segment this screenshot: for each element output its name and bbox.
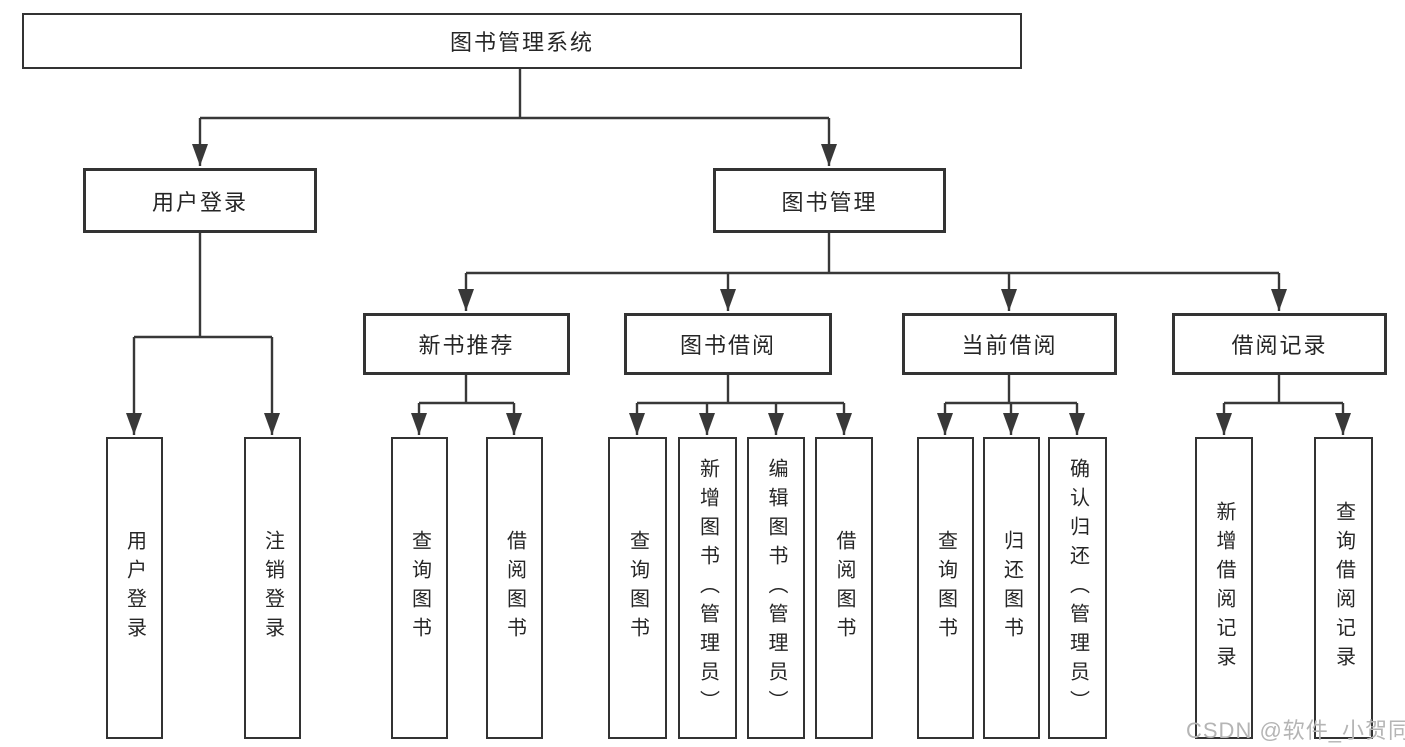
leaf-label: 查询图书: [626, 530, 649, 646]
leaf-label: 注销登录: [261, 530, 284, 646]
leaf-label: 查询借阅记录: [1332, 501, 1355, 675]
node-label: 借阅记录: [1231, 333, 1328, 358]
leaf-add-book-admin: 新增图书（管理员）: [678, 437, 737, 739]
leaf-label: 查询图书: [934, 530, 957, 646]
node-label: 图书管理: [781, 189, 878, 215]
node-book-management: 图书管理: [713, 168, 946, 233]
node-borrow-record: 借阅记录: [1172, 313, 1387, 375]
leaf-label: 新增借阅记录: [1213, 501, 1235, 675]
leaf-confirm-return-admin: 确认归还（管理员）: [1048, 437, 1107, 739]
leaf-label: 借阅图书: [503, 530, 526, 646]
leaf-recommend-borrow-book: 借阅图书: [486, 437, 543, 739]
leaf-query-borrow-record: 查询借阅记录: [1314, 437, 1373, 739]
node-current-borrow: 当前借阅: [902, 313, 1117, 375]
node-label: 当前借阅: [961, 333, 1058, 358]
leaf-label: 借阅图书: [833, 530, 855, 646]
leaf-return-book: 归还图书: [983, 437, 1040, 739]
leaf-current-query-book: 查询图书: [917, 437, 974, 739]
node-label: 图书管理系统: [449, 30, 594, 55]
leaf-add-borrow-record: 新增借阅记录: [1195, 437, 1253, 739]
leaf-edit-book-admin: 编辑图书（管理员）: [747, 437, 805, 739]
node-label: 用户登录: [151, 189, 248, 215]
leaf-borrow-borrow-book: 借阅图书: [815, 437, 873, 739]
node-new-book-recommend: 新书推荐: [363, 313, 570, 375]
csdn-watermark: CSDN @软件_小贺同学: [1186, 718, 1405, 743]
leaf-label: 编辑图书（管理员）: [765, 457, 787, 719]
node-label: 图书借阅: [679, 333, 776, 358]
node-label: 新书推荐: [418, 333, 515, 358]
leaf-recommend-query-book: 查询图书: [391, 437, 448, 739]
leaf-borrow-query-book: 查询图书: [608, 437, 667, 739]
leaf-user-login: 用户登录: [106, 437, 163, 739]
node-user-login: 用户登录: [83, 168, 317, 233]
leaf-logout-login: 注销登录: [244, 437, 301, 739]
node-book-borrow: 图书借阅: [624, 313, 832, 375]
leaf-label: 查询图书: [408, 530, 431, 646]
leaf-label: 确认归还（管理员）: [1066, 457, 1089, 719]
node-library-management-system: 图书管理系统: [22, 13, 1022, 69]
leaf-label: 归还图书: [1000, 530, 1023, 646]
leaf-label: 用户登录: [123, 530, 146, 646]
leaf-label: 新增图书（管理员）: [696, 457, 719, 719]
